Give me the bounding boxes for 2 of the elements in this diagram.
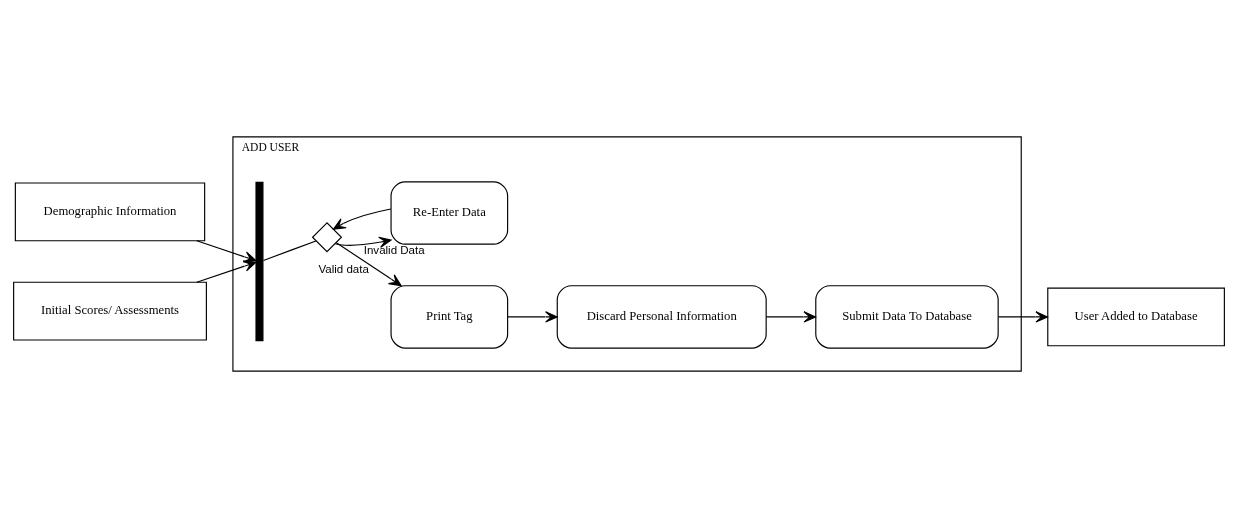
edge-label: Valid data: [318, 263, 369, 276]
edge-label: Invalid Data: [363, 243, 425, 256]
